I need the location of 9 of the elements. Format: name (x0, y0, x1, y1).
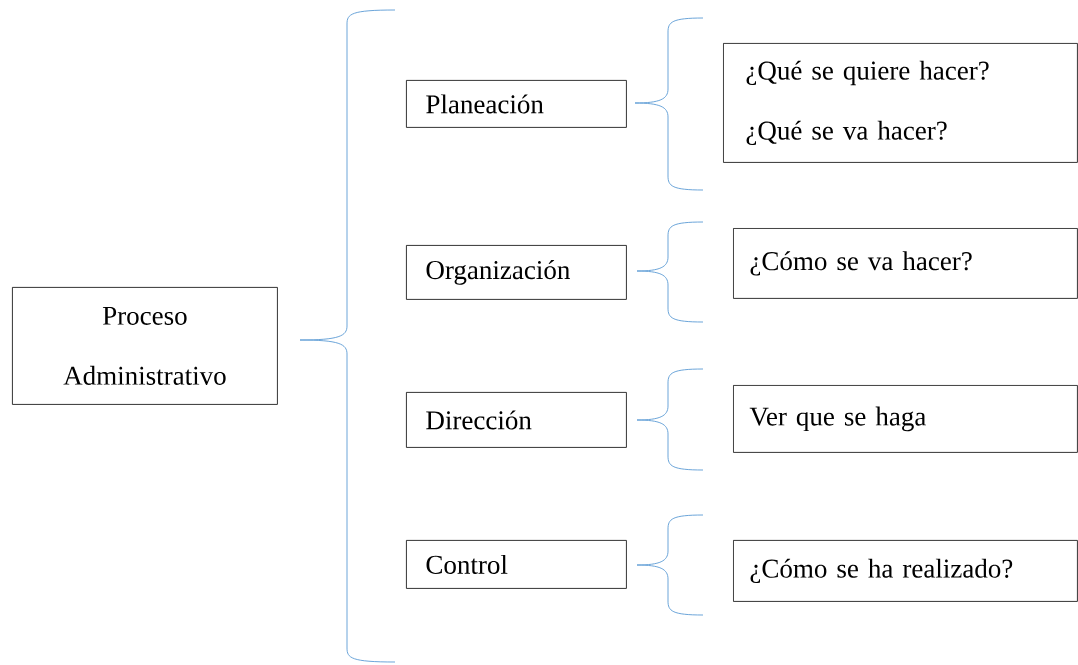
text-box: ¿Cómo se va hacer? (733, 228, 1078, 299)
text-box: ¿Cómo se ha realizado? (733, 540, 1078, 602)
text-box: ¿Qué se quiere hacer? ¿Qué se va hacer? (723, 43, 1078, 163)
text-box: Proceso Administrativo (12, 287, 278, 405)
text-box: Ver que se haga (733, 385, 1078, 453)
text-box: Dirección (406, 392, 627, 448)
text-box: Control (406, 540, 627, 589)
text-box: Organización (406, 245, 627, 300)
text-box: Planeación (406, 80, 627, 128)
